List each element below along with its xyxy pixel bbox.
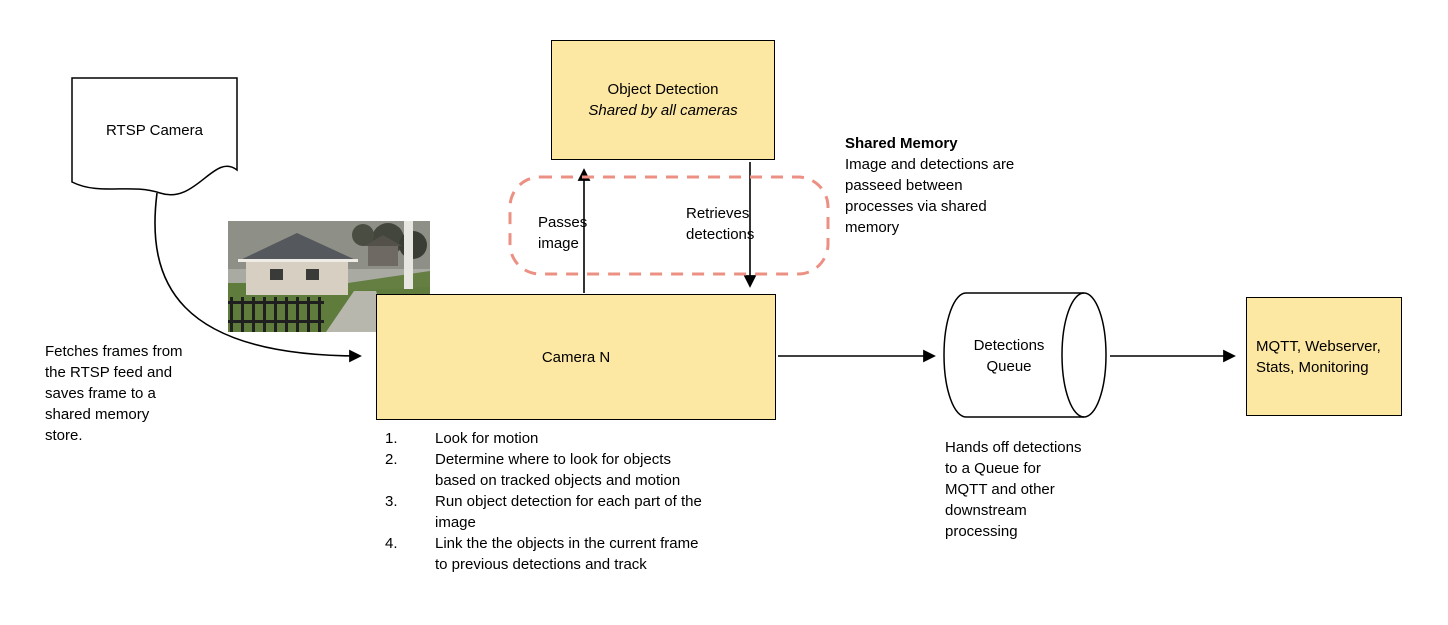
detections-queue-note: Hands off detections to a Queue for MQTT… — [945, 439, 1082, 540]
passes-image-label: Passes image — [538, 214, 588, 252]
sinks-node: MQTT, Webserver, Stats, Monitoring — [1246, 297, 1402, 416]
camera-step: 3. Run object detection for each part of… — [378, 491, 818, 533]
camera-n-node: Camera N — [376, 294, 776, 420]
object-detection-subtitle: Shared by all cameras — [588, 102, 738, 119]
shared-memory-note-body: Image and detections are passeed between… — [845, 156, 1015, 236]
step-number: 4. — [385, 535, 398, 552]
object-detection-node: Object Detection Shared by all cameras — [551, 40, 775, 160]
rtsp-camera-label: RTSP Camera — [106, 122, 203, 139]
retrieves-detections-label: Retrieves detections — [686, 205, 755, 243]
camera-step: 1. Look for motion — [378, 428, 818, 449]
shared-memory-note: Shared Memory Image and detections are p… — [845, 133, 1060, 238]
step-text: Run object detection for each part of th… — [435, 493, 702, 531]
detections-queue-label: Detections Queue — [973, 337, 1045, 375]
step-number: 2. — [385, 451, 398, 468]
sinks-label: MQTT, Webserver, Stats, Monitoring — [1256, 337, 1381, 376]
object-detection-title: Object Detection — [607, 81, 719, 98]
step-text: Look for motion — [435, 430, 539, 447]
fetch-frames-note: Fetches frames from the RTSP feed and sa… — [45, 343, 183, 444]
step-number: 1. — [385, 430, 398, 447]
step-text: Link the the objects in the current fram… — [435, 535, 699, 573]
shared-memory-note-title: Shared Memory — [845, 135, 958, 152]
camera-snapshot-image — [228, 221, 430, 332]
step-text: Determine where to look for objects base… — [435, 451, 681, 489]
step-number: 3. — [385, 493, 398, 510]
camera-steps-list: 1. Look for motion 2. Determine where to… — [378, 428, 818, 575]
camera-n-label: Camera N — [541, 348, 611, 366]
camera-step: 4. Link the the objects in the current f… — [378, 533, 818, 575]
camera-step: 2. Determine where to look for objects b… — [378, 449, 818, 491]
